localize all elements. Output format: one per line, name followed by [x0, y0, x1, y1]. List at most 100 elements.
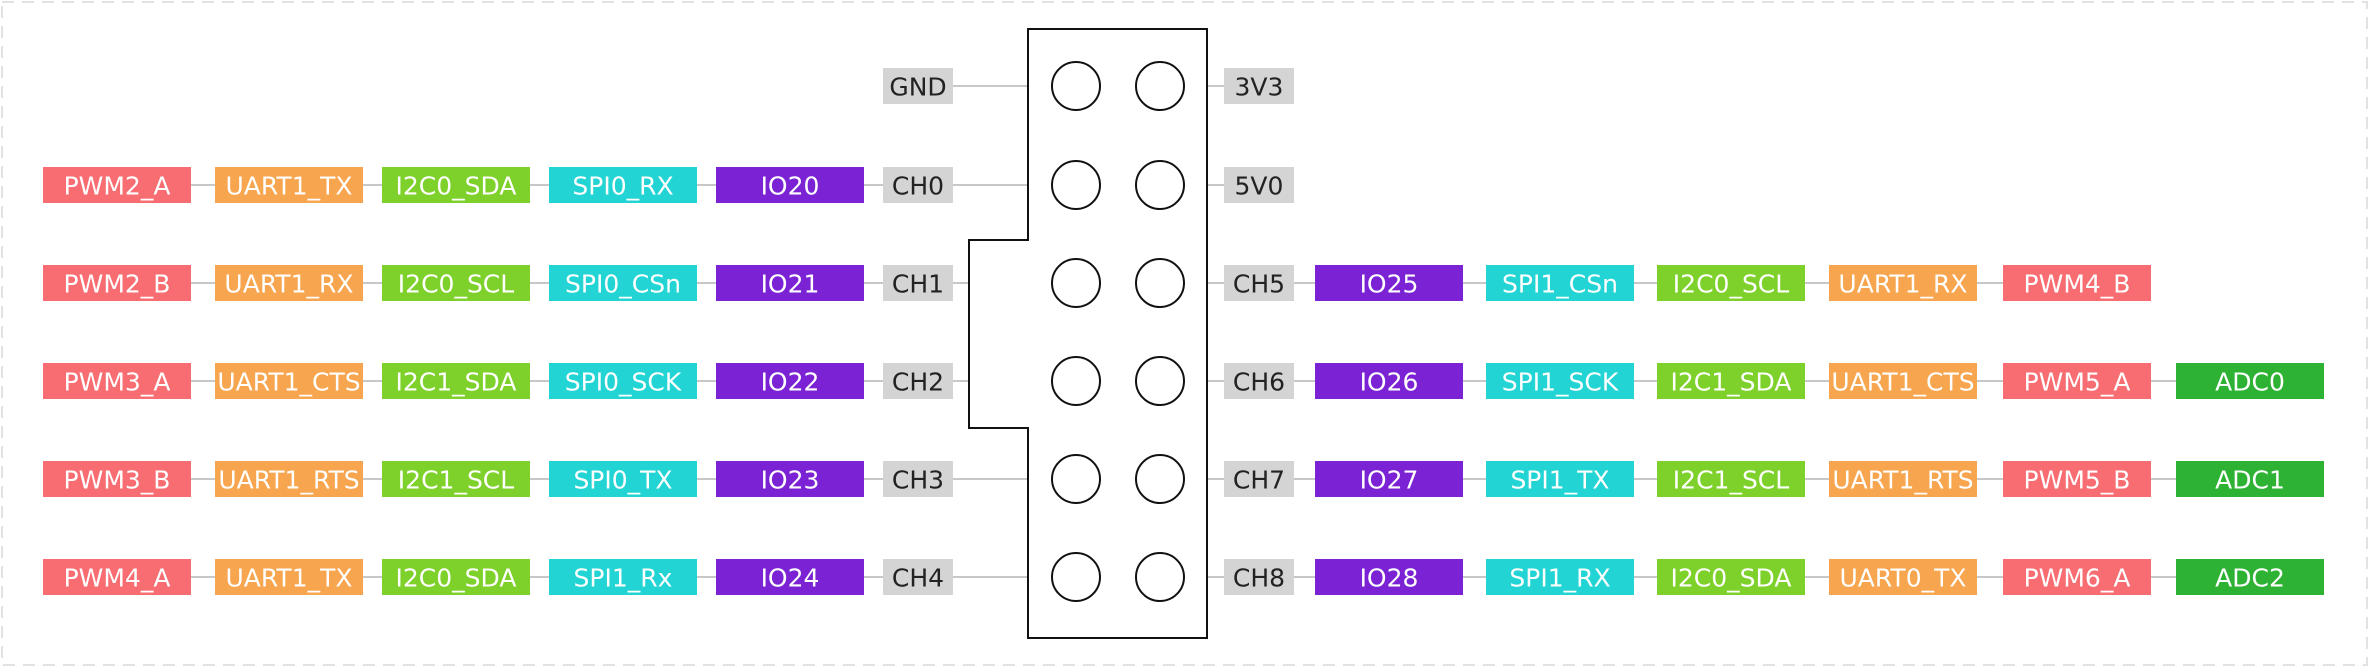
- pin-label-ch8: CH8: [1224, 559, 1294, 595]
- uart-label-uart1-tx: UART1_TX: [215, 167, 363, 203]
- i2c-label-i2c1-sda: I2C1_SDA: [382, 363, 530, 399]
- io-label-io23-text: IO23: [761, 466, 820, 495]
- uart-label-uart1-rts-box: [1829, 461, 1977, 497]
- uart-label-uart1-rx-text: UART1_RX: [1838, 270, 1967, 299]
- pin-label-ch2: CH2: [883, 363, 953, 399]
- pin-label-ch4-text: CH4: [892, 564, 944, 593]
- spi-label-spi0-sck-text: SPI0_SCK: [565, 368, 682, 397]
- uart-label-uart1-tx-text: UART1_TX: [225, 564, 352, 593]
- pin-label-ch8-box: [1224, 559, 1294, 595]
- i2c-label-i2c1-sda-text: I2C1_SDA: [396, 368, 517, 397]
- io-label-io22: IO22: [716, 363, 864, 399]
- i2c-label-i2c1-scl-box: [1657, 461, 1805, 497]
- i2c-label-i2c1-scl: I2C1_SCL: [382, 461, 530, 497]
- pin-label-5v0: 5V0: [1224, 167, 1294, 203]
- pin-hole-r3-left: [1051, 258, 1101, 308]
- io-label-io22-text: IO22: [761, 368, 820, 397]
- i2c-label-i2c1-scl: I2C1_SCL: [1657, 461, 1805, 497]
- spi-label-spi0-sck: SPI0_SCK: [549, 363, 697, 399]
- io-label-io26-box: [1315, 363, 1463, 399]
- pin-label-3v3: 3V3: [1224, 68, 1294, 104]
- pin-hole-r2-left: [1051, 160, 1101, 210]
- uart-label-uart1-tx-box: [215, 559, 363, 595]
- io-label-io20-box: [716, 167, 864, 203]
- io-label-io22-box: [716, 363, 864, 399]
- i2c-label-i2c0-scl-box: [382, 265, 530, 301]
- pin-label-ch1-text: CH1: [892, 270, 944, 299]
- i2c-label-i2c1-sda-box: [1657, 363, 1805, 399]
- pwm-label-pwm4-a: PWM4_A: [43, 559, 191, 595]
- pin-label-ch7: CH7: [1224, 461, 1294, 497]
- adc-label-adc1-box: [2176, 461, 2324, 497]
- pin-hole-r1-right: [1135, 61, 1185, 111]
- pwm-label-pwm4-a-text: PWM4_A: [64, 564, 171, 593]
- pin-labels: GND CH0 IO20 SPI0_RX I2C0_SDA UART1_TX PWM2_A C…: [43, 68, 2324, 595]
- uart-label-uart1-tx-text: UART1_TX: [225, 172, 352, 201]
- io-label-io21-box: [716, 265, 864, 301]
- pwm-label-pwm2-b: PWM2_B: [43, 265, 191, 301]
- io-label-io21: IO21: [716, 265, 864, 301]
- spi-label-spi1-sck-box: [1486, 363, 1634, 399]
- uart-label-uart1-cts-text: UART1_CTS: [217, 368, 360, 397]
- spi-label-spi0-csn: SPI0_CSn: [549, 265, 697, 301]
- pwm-label-pwm3-b-box: [43, 461, 191, 497]
- spi-label-spi0-tx: SPI0_TX: [549, 461, 697, 497]
- pwm-label-pwm3-a: PWM3_A: [43, 363, 191, 399]
- pin-label-ch8-text: CH8: [1233, 564, 1285, 593]
- pin-hole-r4-left: [1051, 356, 1101, 406]
- pin-label-ch2-box: [883, 363, 953, 399]
- pwm-label-pwm4-b-box: [2003, 265, 2151, 301]
- uart-label-uart1-cts: UART1_CTS: [1829, 363, 1977, 399]
- pin-label-ch1: CH1: [883, 265, 953, 301]
- uart-label-uart0-tx-text: UART0_TX: [1839, 564, 1966, 593]
- pwm-label-pwm5-b-box: [2003, 461, 2151, 497]
- pin-label-ch3: CH3: [883, 461, 953, 497]
- i2c-label-i2c0-sda-box: [1657, 559, 1805, 595]
- spi-label-spi1-csn-text: SPI1_CSn: [1502, 270, 1618, 299]
- uart-label-uart1-rts-text: UART1_RTS: [1832, 466, 1973, 495]
- io-label-io21-text: IO21: [761, 270, 820, 299]
- io-label-io24-text: IO24: [761, 564, 820, 593]
- pin-label-ch7-text: CH7: [1233, 466, 1285, 495]
- pwm-label-pwm5-b: PWM5_B: [2003, 461, 2151, 497]
- pwm-label-pwm3-a-text: PWM3_A: [64, 368, 171, 397]
- io-label-io28: IO28: [1315, 559, 1463, 595]
- i2c-label-i2c1-sda-text: I2C1_SDA: [1671, 368, 1792, 397]
- spi-label-spi1-sck-text: SPI1_SCK: [1502, 368, 1619, 397]
- io-label-io23: IO23: [716, 461, 864, 497]
- pin-label-ch3-box: [883, 461, 953, 497]
- pwm-label-pwm5-a-text: PWM5_A: [2024, 368, 2131, 397]
- spi-label-spi1-rx-box: [1486, 559, 1634, 595]
- pwm-label-pwm6-a: PWM6_A: [2003, 559, 2151, 595]
- pin-label-gnd-text: GND: [889, 73, 946, 102]
- spi-label-spi0-rx-text: SPI0_RX: [572, 172, 673, 201]
- pwm-label-pwm3-b-text: PWM3_B: [64, 466, 171, 495]
- uart-label-uart1-rx: UART1_RX: [1829, 265, 1977, 301]
- io-label-io20-text: IO20: [761, 172, 820, 201]
- uart-label-uart1-rts-text: UART1_RTS: [218, 466, 359, 495]
- i2c-label-i2c1-sda-box: [382, 363, 530, 399]
- spi-label-spi1-rx: SPI1_RX: [1486, 559, 1634, 595]
- pin-label-3v3-text: 3V3: [1235, 73, 1284, 102]
- pin-label-5v0-box: [1224, 167, 1294, 203]
- pin-label-ch0-text: CH0: [892, 172, 944, 201]
- i2c-label-i2c0-sda-text: I2C0_SDA: [1671, 564, 1792, 593]
- io-label-io27-box: [1315, 461, 1463, 497]
- pwm-label-pwm2-a-text: PWM2_A: [64, 172, 171, 201]
- spi-label-spi1-csn: SPI1_CSn: [1486, 265, 1634, 301]
- spi-label-spi0-rx-box: [549, 167, 697, 203]
- i2c-label-i2c0-sda: I2C0_SDA: [382, 167, 530, 203]
- pin-label-ch4-box: [883, 559, 953, 595]
- pin-label-ch0-box: [883, 167, 953, 203]
- header-connector-outline: [968, 28, 1208, 639]
- pwm-label-pwm2-b-text: PWM2_B: [64, 270, 171, 299]
- pin-hole-r1-left: [1051, 61, 1101, 111]
- pin-label-ch6-box: [1224, 363, 1294, 399]
- pwm-label-pwm2-a-box: [43, 167, 191, 203]
- uart-label-uart1-rts: UART1_RTS: [1829, 461, 1977, 497]
- spi-label-spi0-rx: SPI0_RX: [549, 167, 697, 203]
- spi-label-spi0-sck-box: [549, 363, 697, 399]
- uart-label-uart1-rts-box: [215, 461, 363, 497]
- pin-label-ch2-text: CH2: [892, 368, 944, 397]
